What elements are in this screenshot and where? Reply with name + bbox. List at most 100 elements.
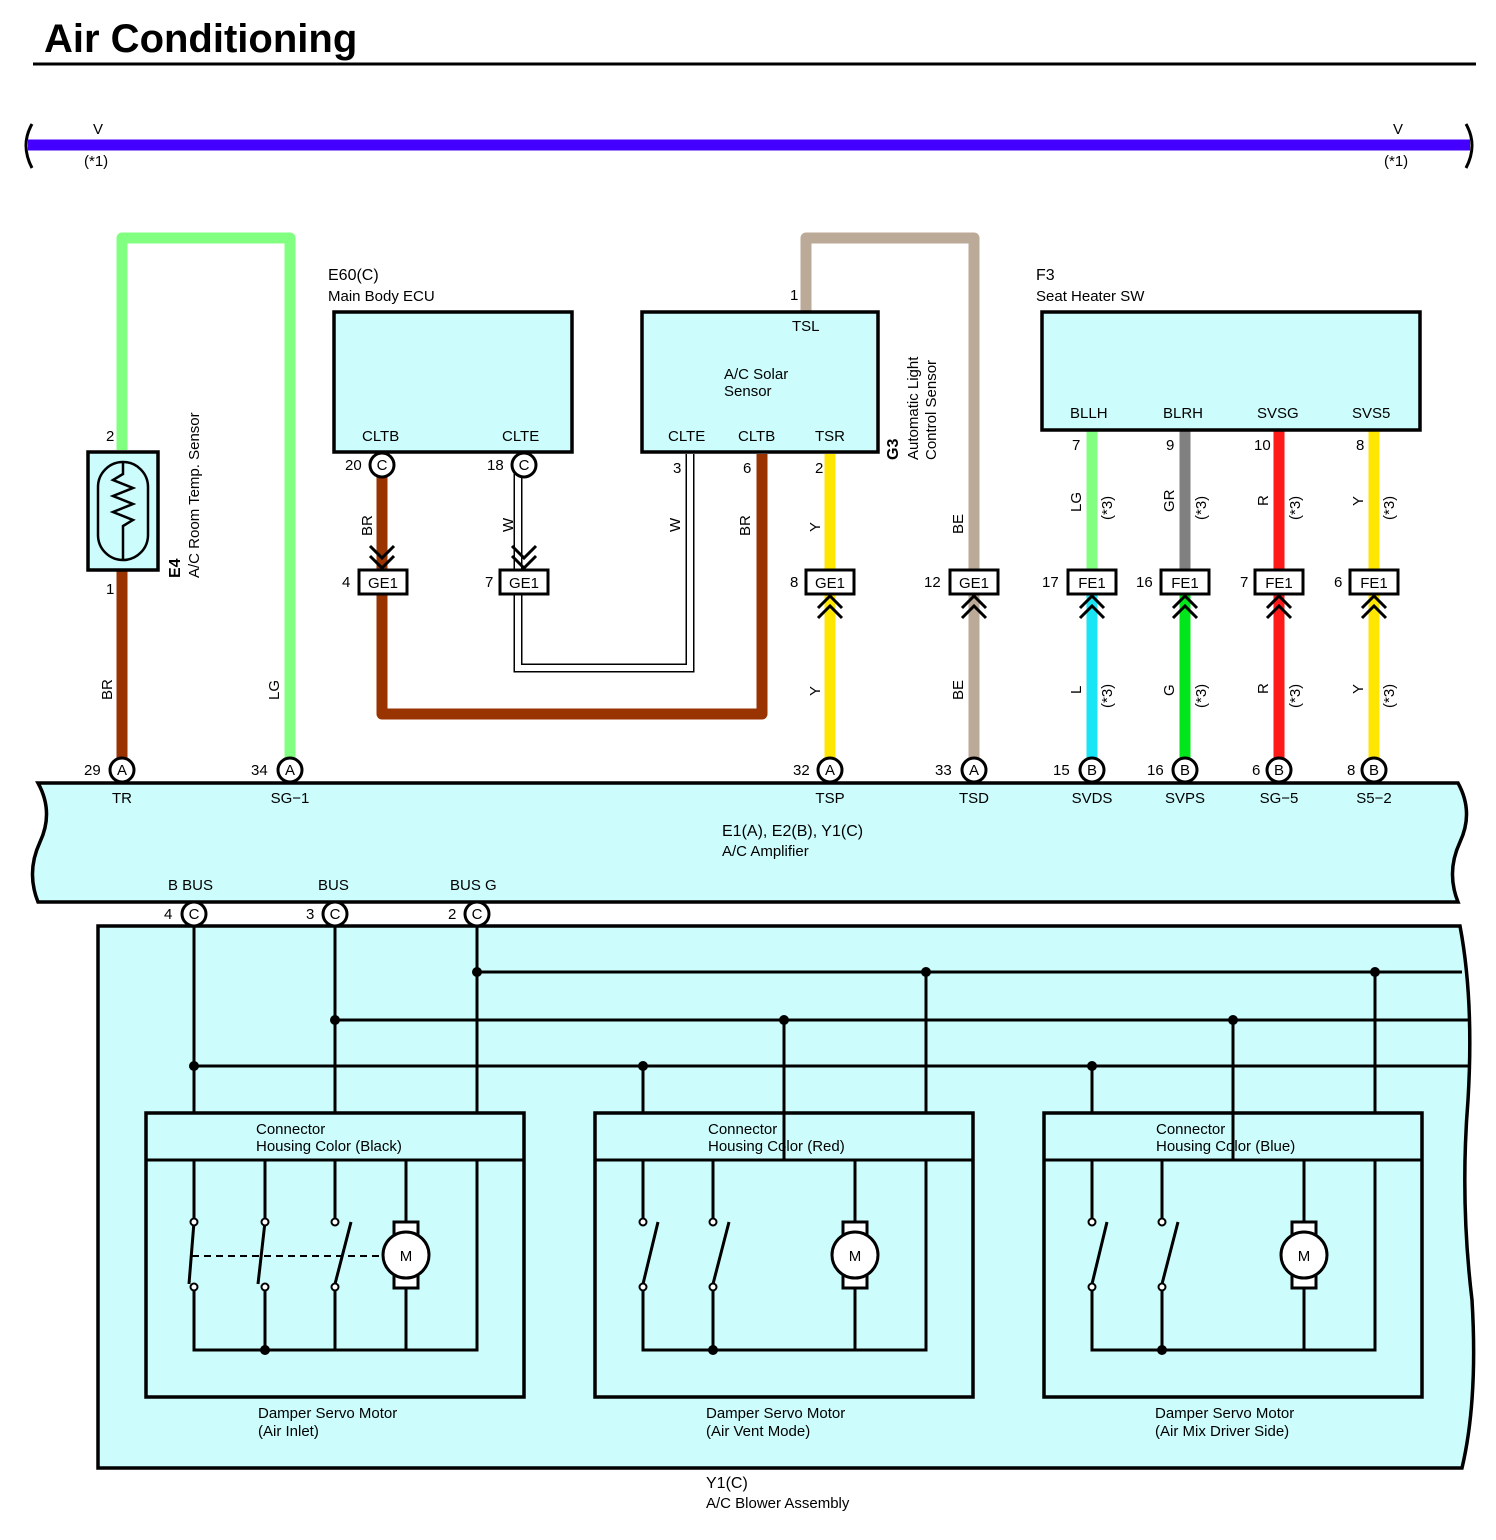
- terminal-name: SVPS: [1165, 790, 1205, 807]
- ge1-pin-8: 8: [790, 574, 798, 591]
- amp-pin-bus: C 3: [306, 900, 349, 928]
- f3-note-1: (*3): [1099, 496, 1116, 520]
- pin-circle: [1265, 756, 1293, 784]
- servo-name-line1: Damper Servo Motor: [258, 1405, 397, 1422]
- servo-connector-line1: Connector: [708, 1121, 777, 1138]
- servo-connector-line2: Housing Color (Black): [256, 1138, 402, 1155]
- bus-left-wire-label: V: [93, 121, 103, 138]
- motor-label: M: [400, 1248, 413, 1265]
- pin-circle: [1078, 756, 1106, 784]
- g3-name-2: Control Sensor: [923, 360, 940, 460]
- e60-wire-label-w: W: [500, 517, 517, 532]
- contact-dot: [1087, 1217, 1097, 1227]
- servo-connector-line1: Connector: [1156, 1121, 1225, 1138]
- contact-dot: [708, 1282, 718, 1292]
- fe1-note-4: (*3): [1381, 684, 1398, 708]
- e4-wire-label-lg: LG: [266, 680, 283, 700]
- chevron-up-icon: [960, 593, 988, 620]
- terminal-name: S5−2: [1356, 790, 1391, 807]
- g3-pin-6: 6: [743, 460, 751, 477]
- pin-circle: [463, 900, 491, 928]
- contact-dot: [1157, 1282, 1167, 1292]
- wire-w-fill: [515, 454, 693, 671]
- motor-label: M: [849, 1248, 862, 1265]
- f3-note-2: (*3): [1193, 496, 1210, 520]
- f3-note-4: (*3): [1381, 496, 1398, 520]
- switch-icon: [641, 1221, 660, 1285]
- pin-circle: [108, 756, 136, 784]
- servo-name-line1: Damper Servo Motor: [1155, 1405, 1294, 1422]
- e60-connector-c-1: C: [377, 457, 388, 474]
- f3-switch: F3 Seat Heater SW BLLH BLRH SVSG SVS5 7 …: [1036, 267, 1422, 768]
- e60-pins: C 20 C 18: [345, 451, 538, 479]
- ge1-label-4: GE1: [368, 575, 398, 592]
- contact-dot: [1157, 1217, 1167, 1227]
- amp-pin-busg: C 2: [448, 900, 491, 928]
- ge1-pin-4: 4: [342, 574, 350, 591]
- connector-letter: C: [330, 906, 341, 923]
- g3-wire-label-be-upper: BE: [950, 514, 967, 534]
- pin-number: 34: [251, 762, 268, 779]
- wire-w-outline: [513, 454, 695, 673]
- servo-connector-line2: Housing Color (Red): [708, 1138, 845, 1155]
- amplifier-name: A/C Amplifier: [722, 843, 809, 860]
- fe1-wire-l: L: [1068, 686, 1085, 694]
- chevron-up-icon: [1360, 593, 1388, 620]
- g3-pin-2: 2: [815, 460, 823, 477]
- fe1-pin-6: 6: [1334, 574, 1342, 591]
- servo-wiring: [192, 1160, 479, 1352]
- servo-wiring: [1090, 1113, 1377, 1352]
- e60-box: [332, 310, 574, 454]
- switch-icon: [1160, 1221, 1180, 1285]
- junction-connectors: GE1 GE1 GE1 GE1 FE1 FE1 FE1: [357, 544, 1400, 620]
- chevron-down-icon: [510, 544, 538, 571]
- bus-right-wire-label: V: [1393, 121, 1403, 138]
- e60-terminal-cltb: CLTB: [362, 428, 399, 445]
- servo-connector-line2: Housing Color (Blue): [1156, 1138, 1295, 1155]
- pin-number: 15: [1053, 762, 1070, 779]
- servo-connector-line1: Connector: [256, 1121, 325, 1138]
- servo-name-line2: (Air Mix Driver Side): [1155, 1423, 1289, 1440]
- f3-wire-lg: LG: [1068, 492, 1085, 512]
- ge1-pin-7: 7: [485, 574, 493, 591]
- fe1-connector-16: FE1: [1159, 568, 1211, 620]
- switch-icon: [711, 1221, 731, 1285]
- terminal-name: SG−5: [1260, 790, 1299, 807]
- e4-id: E4: [167, 558, 184, 578]
- g3-wire-label-be-lower: BE: [950, 680, 967, 700]
- amp-pin-tsd: A 33 TSD: [935, 756, 989, 807]
- terminal-name: TSP: [815, 790, 844, 807]
- contact-dot: [330, 1282, 340, 1292]
- e60-connector-c-2: C: [519, 457, 530, 474]
- ge1-box-4: [357, 568, 409, 596]
- amp-pin-s52: B 8 S5−2: [1347, 756, 1392, 807]
- chevron-up-icon: [1078, 593, 1106, 620]
- junction-dot: [921, 967, 931, 977]
- f3-wire-y: Y: [1350, 496, 1367, 506]
- junction-dot: [1228, 1015, 1238, 1025]
- g3-sensor: TSL A/C Solar Sensor CLTE CLTB TSR 1 3 6…: [640, 232, 980, 768]
- junction-dot: [189, 1061, 199, 1071]
- resistor-zigzag: [109, 462, 137, 560]
- wire-lg-e4: [116, 232, 296, 768]
- e4-name: A/C Room Temp. Sensor: [186, 412, 203, 578]
- amp-pin-svps: B 16 SVPS: [1147, 756, 1205, 807]
- amp-terminal-bbus: B BUS: [168, 877, 213, 894]
- e60-pin-circle-20: [368, 451, 396, 479]
- g3-wire-label-w: W: [667, 517, 684, 532]
- ge1-connector-8: GE1: [804, 568, 856, 620]
- pin-circle: [276, 756, 304, 784]
- contact-dot: [708, 1217, 718, 1227]
- amp-terminal-bus: BUS: [318, 877, 349, 894]
- f3-pin-9: 9: [1166, 437, 1174, 454]
- junction-dot: [638, 1061, 648, 1071]
- f3-terminal-svsg: SVSG: [1257, 405, 1299, 422]
- servo-air-inlet: Connector Housing Color (Black) M Damper…: [144, 1111, 526, 1440]
- switch-icon: [187, 1221, 196, 1285]
- f3-terminal-svs5: SVS5: [1352, 405, 1390, 422]
- junction-dot: [1157, 1345, 1167, 1355]
- pin-number: 16: [1147, 762, 1164, 779]
- pin-circle: [1360, 756, 1388, 784]
- page-title: Air Conditioning: [44, 17, 357, 61]
- servo-air-mix-driver: Connector Housing Color (Blue) M Damper …: [1042, 1111, 1424, 1440]
